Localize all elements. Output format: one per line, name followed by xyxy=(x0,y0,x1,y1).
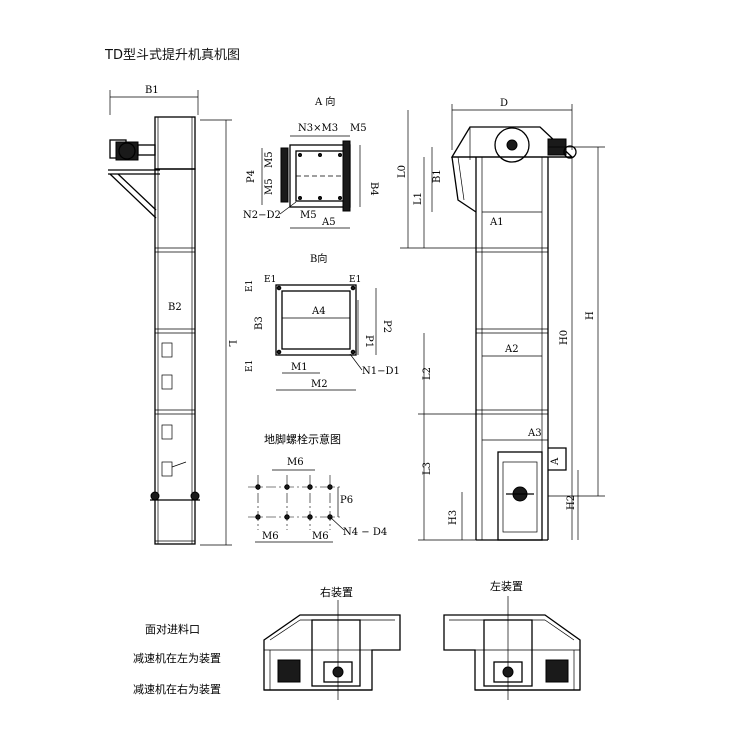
dim-M6-top: M6 xyxy=(287,457,304,468)
view-b: B向 E1 E1 E1 E1 A4 B3 P1 P2 M1 M2 N1−D1 xyxy=(245,252,400,391)
dim-M1: M1 xyxy=(291,362,308,373)
dim-A1: A1 xyxy=(489,217,504,228)
dim-L: L xyxy=(226,340,237,347)
dim-H: H xyxy=(585,311,596,320)
dim-M2: M2 xyxy=(311,379,328,390)
dim-P4: P4 xyxy=(246,170,257,183)
dim-E1-l: E1 xyxy=(245,280,255,292)
dim-N3M3: N3×M3 xyxy=(298,123,338,134)
view-b-heading: B向 xyxy=(310,252,327,265)
dim-M6-bm: M6 xyxy=(312,531,329,542)
dim-P2: P2 xyxy=(381,320,392,333)
dim-A4: A4 xyxy=(311,306,326,317)
note-reducer-left: 减速机在左为装置 xyxy=(133,651,221,665)
left-install-plan: 左装置 xyxy=(443,580,581,700)
dim-A5: A5 xyxy=(321,217,336,228)
dim-M5-left1: M5 xyxy=(264,151,275,168)
dim-P1: P1 xyxy=(363,335,374,348)
anchor-bolt-diagram: 地脚螺栓示意图 M6 P6 M6 M6 N4 − D4 xyxy=(248,432,387,543)
anchor-heading: 地脚螺栓示意图 xyxy=(264,432,341,446)
dim-A3: A3 xyxy=(527,428,542,439)
dim-B1-front: B1 xyxy=(145,85,159,96)
right-install-plan: 右装置 xyxy=(263,585,401,700)
dim-E1-tl: E1 xyxy=(264,275,276,285)
side-view: D A1 A2 A3 xyxy=(397,98,605,541)
dim-A: A xyxy=(550,457,561,466)
dim-N1D1: N1−D1 xyxy=(362,366,400,377)
dim-B3: B3 xyxy=(254,316,265,330)
right-install-label: 右装置 xyxy=(320,585,353,599)
view-a-heading: A 向 xyxy=(314,95,335,108)
dim-L3: L3 xyxy=(422,462,433,475)
page-title: TD型斗式提升机真机图 xyxy=(105,48,240,63)
dim-B4: B4 xyxy=(368,182,379,196)
dim-E1-tr: E1 xyxy=(349,275,361,285)
dim-B1-side: B1 xyxy=(432,169,443,183)
dim-M5-bottom: M5 xyxy=(300,210,317,221)
dim-H2: H2 xyxy=(566,495,577,510)
dim-H0: H0 xyxy=(559,330,570,345)
dim-N2D2: N2−D2 xyxy=(243,210,281,221)
view-a: A 向 N3×M3 M5 P4 M5 M5 B4 N2−D2 M5 A5 xyxy=(243,95,379,229)
dim-M5-top: M5 xyxy=(350,123,367,134)
dim-L1: L1 xyxy=(413,192,424,205)
dim-L0: L0 xyxy=(397,165,408,178)
dim-M5-left2: M5 xyxy=(264,178,275,195)
dim-B2: B2 xyxy=(168,302,182,313)
installation-notes: 面对进料口 减速机在左为装置 减速机在右为装置 xyxy=(133,622,221,696)
dim-M6-bl: M6 xyxy=(262,531,279,542)
dim-L2: L2 xyxy=(422,367,433,380)
left-install-label: 左装置 xyxy=(490,580,523,593)
dim-N4D4: N4 − D4 xyxy=(343,527,387,538)
dim-D: D xyxy=(500,98,508,109)
dim-E1-bl: E1 xyxy=(245,360,255,372)
note-reducer-right: 减速机在右为装置 xyxy=(133,682,221,696)
dim-H3: H3 xyxy=(448,510,459,525)
note-face-inlet: 面对进料口 xyxy=(145,622,200,636)
dim-A2: A2 xyxy=(504,344,519,355)
dim-P6: P6 xyxy=(340,495,353,506)
front-view: B1 L B2 xyxy=(108,85,237,546)
